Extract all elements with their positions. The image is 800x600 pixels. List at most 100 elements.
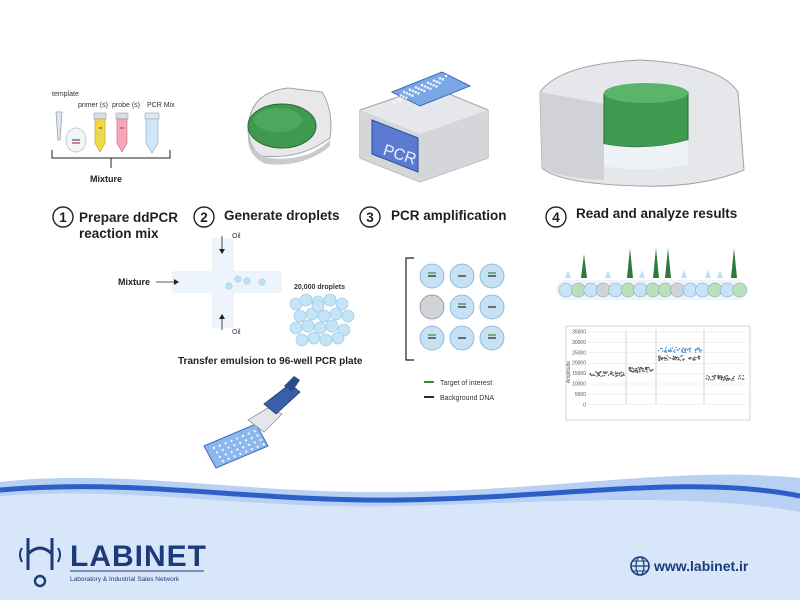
amplitude-point xyxy=(633,370,634,371)
amplitude-point xyxy=(602,375,603,376)
amplitude-point xyxy=(722,377,723,378)
plate-well xyxy=(415,86,418,89)
plate-well xyxy=(433,79,436,82)
reader-droplet xyxy=(571,283,585,297)
plate-well xyxy=(233,455,235,457)
plate-well xyxy=(409,88,412,91)
reader-droplet xyxy=(720,283,734,297)
reader-droplet xyxy=(658,283,672,297)
amplitude-point xyxy=(590,374,591,375)
amplitude-point xyxy=(690,347,691,348)
plate-well xyxy=(236,437,238,439)
plate-well xyxy=(230,440,232,442)
droplet xyxy=(302,320,314,332)
plate-well xyxy=(403,91,406,94)
reader-droplet xyxy=(733,283,747,297)
amplitude-point xyxy=(733,377,734,378)
amplitude-point xyxy=(635,371,636,372)
plate-well xyxy=(432,84,435,87)
amplitude-point xyxy=(689,358,690,359)
amplitude-point xyxy=(678,359,679,360)
plate-well xyxy=(236,448,238,450)
amplitude-point xyxy=(677,357,678,358)
amplitude-point xyxy=(623,372,624,373)
amplitude-point xyxy=(707,375,708,376)
website-link[interactable]: www.labinet.ir xyxy=(653,558,749,574)
amplitude-point xyxy=(605,373,606,374)
amplitude-point xyxy=(673,356,674,357)
amplitude-point xyxy=(714,377,715,378)
amplitude-point xyxy=(662,358,663,359)
plate-well xyxy=(427,82,430,85)
brand-name: LABINET xyxy=(70,540,207,573)
amplitude-point xyxy=(666,355,667,356)
mixture-label: Mixture xyxy=(90,174,122,184)
amplitude-point xyxy=(719,375,720,376)
amplitude-point xyxy=(674,359,675,360)
amplitude-point xyxy=(620,376,621,377)
amplitude-point xyxy=(658,357,659,358)
amplitude-point xyxy=(639,369,640,370)
amplitude-point xyxy=(612,372,613,373)
amplitude-point xyxy=(649,369,650,370)
amplitude-point xyxy=(629,368,630,369)
amplitude-point xyxy=(612,374,613,375)
plate-well xyxy=(262,443,264,445)
reader-droplet xyxy=(683,283,697,297)
amplitude-point xyxy=(591,375,592,376)
amplitude-point xyxy=(699,358,700,359)
plate-well xyxy=(254,441,256,443)
amplitude-point xyxy=(669,351,670,352)
reader-channel xyxy=(556,248,748,300)
amplitude-point xyxy=(733,376,734,377)
amplitude-point xyxy=(682,351,683,352)
droplet xyxy=(332,332,344,344)
microfluidic-junction: Oil Oil Mixture xyxy=(118,233,282,336)
amplitude-point xyxy=(688,349,689,350)
oil-label-top: Oil xyxy=(232,233,241,240)
plate-well xyxy=(230,451,232,453)
amplitude-point xyxy=(708,379,709,380)
amplitude-point xyxy=(740,378,741,379)
droplet xyxy=(330,308,342,320)
amplitude-point xyxy=(615,376,616,377)
amplitude-point xyxy=(694,359,695,360)
amplitude-point xyxy=(664,351,665,352)
amplitude-point xyxy=(674,351,675,352)
droplet-cluster xyxy=(290,294,354,346)
amplitude-point xyxy=(597,373,598,374)
detector-spike xyxy=(639,270,645,278)
amplitude-point xyxy=(699,356,700,357)
y-axis-label: Amplitude xyxy=(566,361,572,383)
plate-well xyxy=(225,453,227,455)
droplet xyxy=(290,322,302,334)
amplitude-point xyxy=(685,352,686,353)
plate-well xyxy=(399,99,402,102)
amplitude-point xyxy=(689,357,690,358)
droplet xyxy=(342,310,354,322)
legend-label-background: Background DNA xyxy=(440,395,494,402)
reader-droplet xyxy=(609,283,623,297)
amplitude-point xyxy=(683,348,684,349)
y-tick-label: 35000 xyxy=(572,330,586,336)
amplitude-point xyxy=(594,375,595,376)
plate-well xyxy=(408,93,411,96)
plate-well xyxy=(245,450,247,452)
amplitude-point xyxy=(658,356,659,357)
plate-well xyxy=(219,444,221,446)
amplitude-point xyxy=(680,356,681,357)
droplet xyxy=(326,320,338,332)
amplitude-point xyxy=(593,374,594,375)
amplitude-point xyxy=(672,347,673,348)
plate-well xyxy=(219,456,221,458)
amplitude-point xyxy=(673,351,674,352)
plate-well xyxy=(256,434,258,436)
amplitude-point xyxy=(665,349,666,350)
droplet xyxy=(308,332,320,344)
amplitude-point xyxy=(685,350,686,351)
amplitude-point xyxy=(699,351,700,352)
amplitude-point xyxy=(723,379,724,380)
amplitude-point xyxy=(742,375,743,376)
droplet xyxy=(312,300,324,312)
